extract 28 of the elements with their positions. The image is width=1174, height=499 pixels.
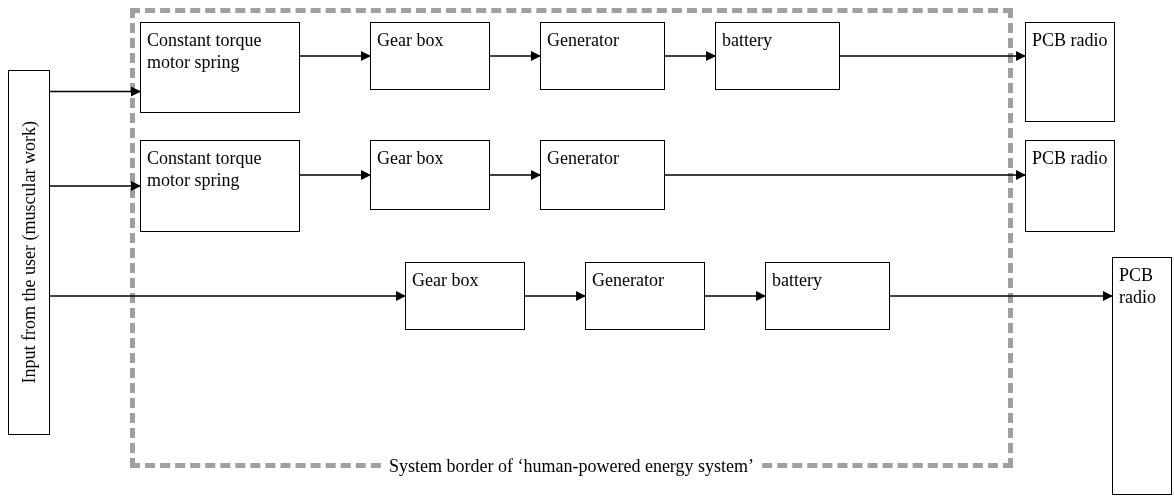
process-box: PCB radio [1112,257,1172,495]
arrow [704,291,766,301]
arrow [489,170,541,180]
process-box: Constant torque motor spring [140,22,300,113]
arrow [664,170,1026,180]
process-box: PCB radio [1025,22,1115,122]
input-box: Input from the user (muscular work) [8,70,50,435]
process-box: PCB radio [1025,140,1115,232]
arrow [489,51,541,61]
arrow [524,291,586,301]
arrow [49,291,406,301]
arrow [49,181,141,191]
process-box: Constant torque motor spring [140,140,300,232]
process-box: Generator [540,140,665,210]
process-box: battery [765,262,890,330]
arrow [299,170,371,180]
arrow [664,51,716,61]
process-box: Generator [540,22,665,90]
process-box: Gear box [370,22,490,90]
process-box: Generator [585,262,705,330]
arrow [839,51,1026,61]
border-label: System border of ‘human-powered energy system’ [384,455,759,477]
process-box: battery [715,22,840,90]
arrow [889,291,1113,301]
arrow [49,86,141,97]
process-box: Gear box [370,140,490,210]
process-box: Gear box [405,262,525,330]
arrow [299,51,371,61]
